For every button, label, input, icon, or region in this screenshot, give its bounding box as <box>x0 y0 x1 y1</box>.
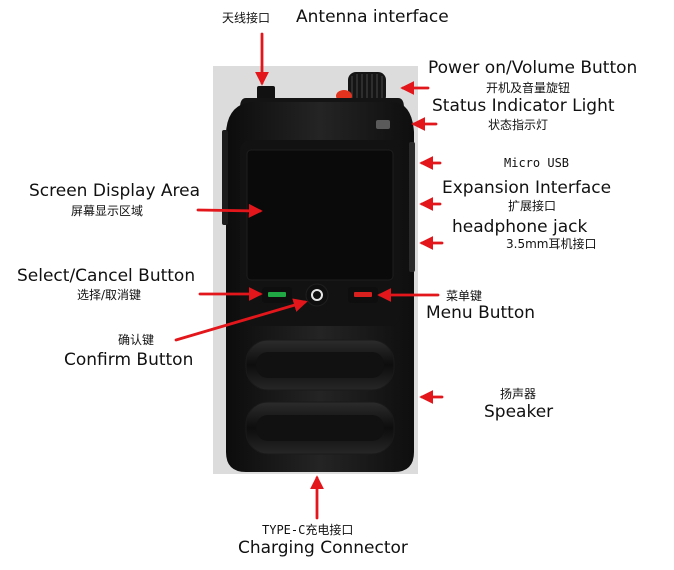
confirm-label-cn: 确认键 <box>118 333 155 347</box>
select-label-cn: 选择/取消键 <box>77 288 142 302</box>
power-label-en: Power on/Volume Button <box>428 58 638 78</box>
confirm-arrow <box>174 298 308 342</box>
callout-arrows <box>174 32 444 520</box>
select-label-en: Select/Cancel Button <box>17 266 196 286</box>
speaker-label-en: Speaker <box>484 402 554 422</box>
antenna-label-en: Antenna interface <box>296 7 449 27</box>
antenna-label-cn: 天线接口 <box>222 11 271 25</box>
headphone-label-en: headphone jack <box>452 217 588 237</box>
expansion-label-en: Expansion Interface <box>442 178 612 198</box>
expansion-label-cn: 扩展接口 <box>508 199 557 213</box>
screen-display <box>246 149 394 281</box>
status-label-cn: 状态指示灯 <box>488 118 549 132</box>
confirm-button <box>305 283 329 307</box>
power-label-cn: 开机及音量旋钮 <box>486 81 571 95</box>
select-led <box>268 292 286 297</box>
status-indicator-light <box>376 120 390 129</box>
side-port-cover <box>409 142 415 272</box>
charging-label-cn: TYPE-C充电接口 <box>262 523 354 537</box>
status-label-en: Status Indicator Light <box>432 96 615 116</box>
headphone-label-cn: 3.5mm耳机接口 <box>506 237 597 251</box>
menu-led <box>354 292 372 297</box>
speaker-label-cn: 扬声器 <box>500 387 537 401</box>
confirm-label-en: Confirm Button <box>64 350 194 370</box>
menu-label-cn: 菜单键 <box>446 289 483 303</box>
screen-label-cn: 屏幕显示区域 <box>71 204 144 218</box>
charging-label-en: Charging Connector <box>238 538 408 558</box>
screen-label-en: Screen Display Area <box>29 181 201 201</box>
menu-label-en: Menu Button <box>426 303 536 323</box>
screen-arrow <box>196 203 263 218</box>
usb-label: Micro USB <box>504 156 570 170</box>
